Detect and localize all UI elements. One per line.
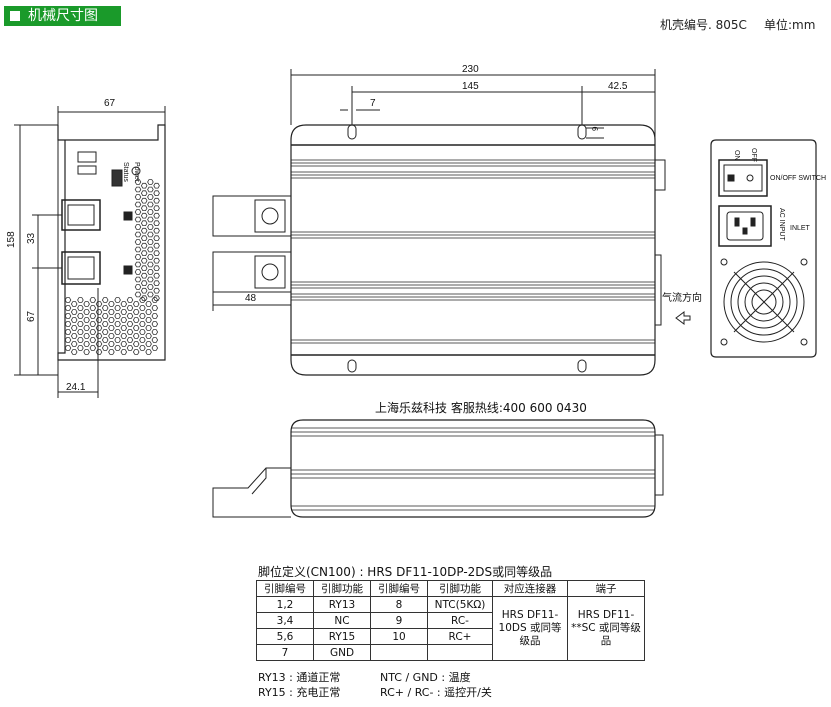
dim-slot-9: 9 — [591, 126, 600, 131]
dim-port-spacing: 33 — [26, 232, 37, 244]
dim-lower-offset: 67 — [26, 310, 37, 322]
dim-hole-offset: 42.5 — [608, 81, 628, 92]
on-label: ON — [733, 150, 740, 161]
top-view — [212, 69, 691, 376]
section-title: 机械尺寸图 — [4, 6, 121, 26]
ac-input-label: AC INPUT — [778, 208, 785, 241]
airflow-label: 气流方向 — [662, 291, 702, 304]
dim-hole-span: 145 — [462, 81, 479, 92]
dim-front-width: 67 — [104, 98, 116, 109]
unit-label: 单位:mm — [764, 18, 816, 32]
note-ntc: NTC / GND : 温度 — [380, 671, 471, 684]
square-icon — [10, 11, 20, 21]
table-row: 1,2 RY13 8 NTC(5KΩ) HRS DF11-10DS 或同等级品 … — [256, 596, 645, 661]
header-pin-func-2: 引脚功能 — [427, 580, 493, 597]
front-view — [14, 106, 166, 398]
dim-front-height: 158 — [6, 231, 17, 248]
mechanical-drawing: 67 158 33 67 24.1 Power Status 230 145 4… — [6, 64, 826, 518]
notes-left: RY13 : 通道正常 RY15 : 充电正常 — [258, 670, 340, 700]
note-rc: RC+ / RC- : 遥控开/关 — [380, 686, 492, 699]
dim-slot-7: 7 — [370, 98, 376, 109]
off-label: OFF — [750, 148, 757, 162]
power-led — [131, 166, 141, 176]
inlet-label: INLET — [790, 225, 811, 232]
power-switch — [718, 159, 768, 197]
note-ry15: RY15 : 充电正常 — [258, 686, 341, 699]
side-view — [212, 419, 664, 518]
note-ry13: RY13 : 通道正常 — [258, 671, 341, 684]
dim-front-24: 24.1 — [66, 382, 86, 393]
section-title-text: 机械尺寸图 — [28, 8, 98, 24]
header-connector: 对应连接器 — [492, 580, 568, 597]
header-pin-func: 引脚功能 — [313, 580, 371, 597]
table-header-row: 引脚编号 引脚功能 引脚编号 引脚功能 对应连接器 端子 — [256, 580, 645, 597]
table-row: 7 GND — [256, 644, 645, 661]
terminal-cell: HRS DF11-**SC 或同等级品 — [567, 596, 645, 661]
pin-table: 引脚编号 引脚功能 引脚编号 引脚功能 对应连接器 端子 1,2 RY13 8 … — [256, 580, 645, 661]
company-hotline: 上海乐兹科技 客服热线:400 600 0430 — [375, 401, 587, 415]
header-pin-no-2: 引脚编号 — [370, 580, 428, 597]
dim-length: 230 — [462, 64, 479, 75]
dip-switch — [77, 151, 97, 163]
ac-inlet — [718, 205, 772, 247]
rear-view — [710, 139, 817, 358]
header-terminal: 端子 — [567, 580, 645, 597]
case-number: 机壳编号. 805C — [660, 18, 747, 32]
connector-cell: HRS DF11-10DS 或同等级品 — [492, 596, 568, 661]
header-pin-no: 引脚编号 — [256, 580, 314, 597]
status-text: Status — [122, 162, 129, 182]
power-text: Power — [133, 162, 140, 183]
dim-cable: 48 — [245, 293, 257, 304]
notes-right: NTC / GND : 温度 RC+ / RC- : 遥控开/关 — [380, 670, 492, 700]
switch-label: ON/OFF SWITCH — [770, 175, 826, 182]
table-row: 5,6 RY15 10 RC+ — [256, 628, 645, 645]
pin-definition-caption: 脚位定义(CN100) : HRS DF11-10DP-2DS或同等级品 — [258, 565, 553, 579]
fan-grille — [723, 261, 805, 343]
